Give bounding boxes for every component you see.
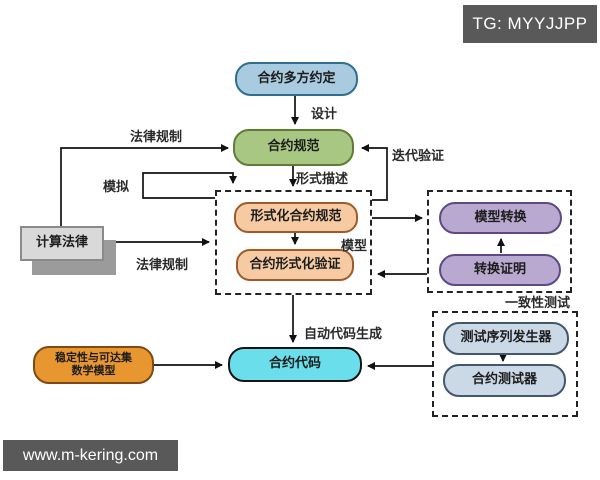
node-computational-law: 计算法律 xyxy=(20,226,104,261)
node-model-transformation: 模型转换 xyxy=(439,202,562,234)
group-formal-model-box xyxy=(215,190,372,295)
node-label: 合约规范 xyxy=(267,139,320,155)
node-label: 合约多方约定 xyxy=(257,70,336,86)
node-contract-multiparty-agreement: 合约多方约定 xyxy=(235,62,358,96)
edge-label-formal-description: 形式描述 xyxy=(296,172,349,187)
group-consistency-test-box xyxy=(432,311,578,417)
node-contract-tester: 合约测试器 xyxy=(443,364,566,397)
edge-label-model: 模型 xyxy=(341,239,368,254)
node-contract-code: 合约代码 xyxy=(228,347,362,382)
node-label-line2: 数学模型 xyxy=(71,364,116,377)
edge-label-legal-regulation-bottom: 法律规制 xyxy=(136,258,189,273)
node-contract-specification: 合约规范 xyxy=(233,129,354,166)
node-label: 合约测试器 xyxy=(471,372,537,388)
node-label: 合约形式化验证 xyxy=(249,256,341,272)
edge-label-legal-regulation-top: 法律规制 xyxy=(130,130,183,145)
node-transformation-proof: 转换证明 xyxy=(439,254,561,286)
node-stability-reachability-math-model: 稳定性与可达集 数学模型 xyxy=(33,346,154,384)
website-watermark: www.m-kering.com xyxy=(3,440,178,471)
edge-label-iterative-verification: 迭代验证 xyxy=(392,149,445,164)
node-contract-formal-verification: 合约形式化验证 xyxy=(236,249,354,281)
node-label: 计算法律 xyxy=(35,235,88,251)
node-label: 转换证明 xyxy=(473,261,526,277)
edge-label-consistency-testing: 一致性测试 xyxy=(505,296,571,311)
edge-label-simulation: 模拟 xyxy=(103,180,130,195)
edge-label-design: 设计 xyxy=(311,107,338,122)
node-label-line1: 稳定性与可达集 xyxy=(55,351,132,365)
node-label: 形式化合约规范 xyxy=(250,209,342,225)
node-label: 测试序列发生器 xyxy=(460,330,552,346)
node-label: 模型转换 xyxy=(474,209,527,225)
node-label: 合约代码 xyxy=(268,356,321,372)
edge-label-auto-code-generation: 自动代码生成 xyxy=(304,327,383,342)
group-model-transform-box xyxy=(427,190,572,293)
node-formalized-contract-spec: 形式化合约规范 xyxy=(234,202,358,233)
edge-legal-regulation-top-arrow xyxy=(60,144,229,226)
node-test-sequence-generator: 测试序列发生器 xyxy=(443,322,569,355)
telegram-badge: TG: MYYJJPP xyxy=(463,5,597,43)
